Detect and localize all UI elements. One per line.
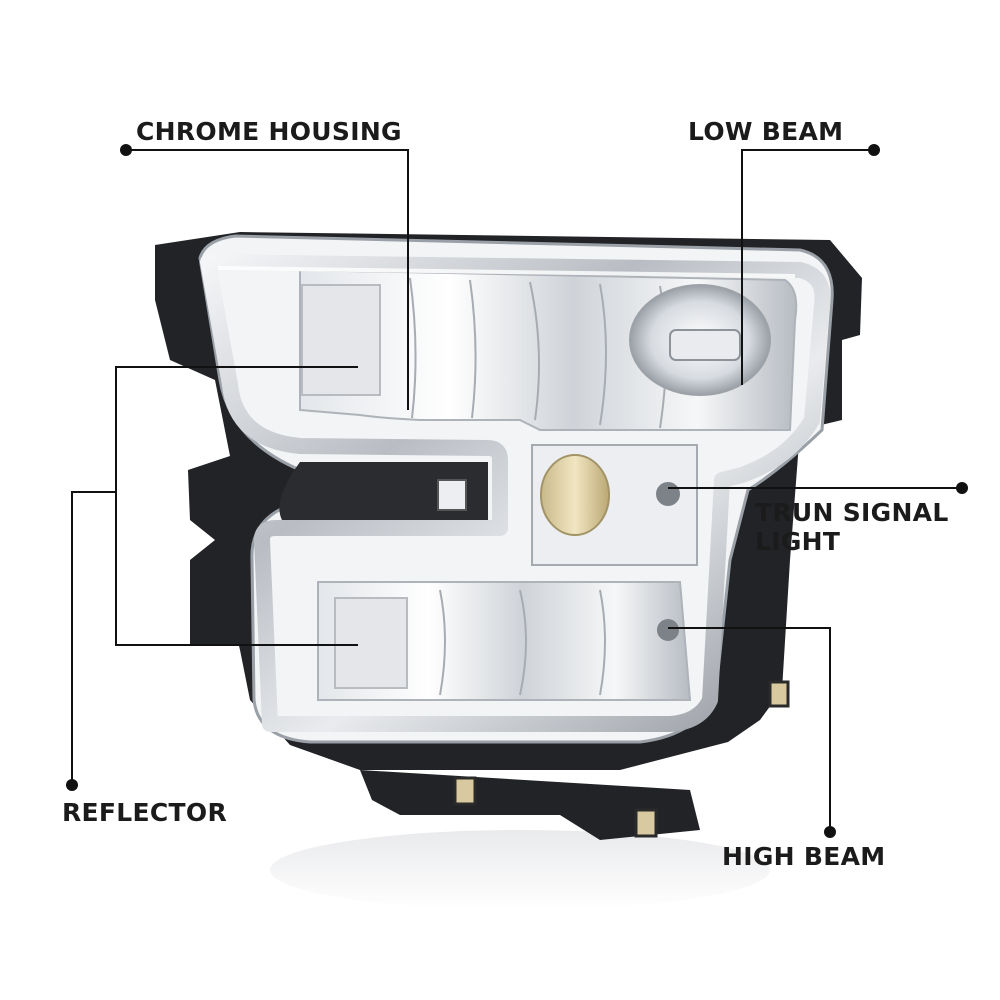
reflector-leader-main — [71, 491, 116, 785]
chrome-housing-dot — [120, 144, 132, 156]
reflector-dot — [66, 779, 78, 791]
turn-signal-label-line1: TRUN SIGNAL — [755, 498, 949, 527]
lower-reflector — [317, 581, 692, 701]
mounting-tabs — [453, 680, 790, 838]
low-beam-label: LOW BEAM — [688, 117, 844, 146]
leader-lines — [71, 149, 962, 832]
low-beam-leader — [741, 149, 874, 385]
low-beam-dot — [868, 144, 880, 156]
housing-gap — [279, 462, 488, 520]
turn-signal-label-line2: LIGHT — [755, 527, 841, 556]
turn-signal-section — [531, 444, 698, 566]
chrome-housing-leader — [126, 149, 409, 410]
high-beam-label: HIGH BEAM — [722, 842, 886, 871]
lower-side-reflector — [334, 597, 408, 689]
turn-signal-dot — [956, 482, 968, 494]
chrome-housing-label: CHROME HOUSING — [136, 117, 402, 146]
upper-side-reflector — [301, 284, 381, 396]
low-beam-projector — [629, 284, 771, 396]
floor-shadow — [270, 830, 770, 910]
reflector-leader-lower — [115, 492, 358, 646]
leader-dots — [66, 144, 968, 838]
high-beam-dot — [824, 826, 836, 838]
high-beam-bulb — [657, 619, 679, 641]
high-beam-facets — [439, 589, 606, 696]
chrome-light-bar — [200, 254, 831, 732]
reflector-label: REFLECTOR — [62, 798, 228, 827]
reflector-leader-upper — [115, 366, 358, 492]
high-beam-leader — [668, 627, 831, 832]
